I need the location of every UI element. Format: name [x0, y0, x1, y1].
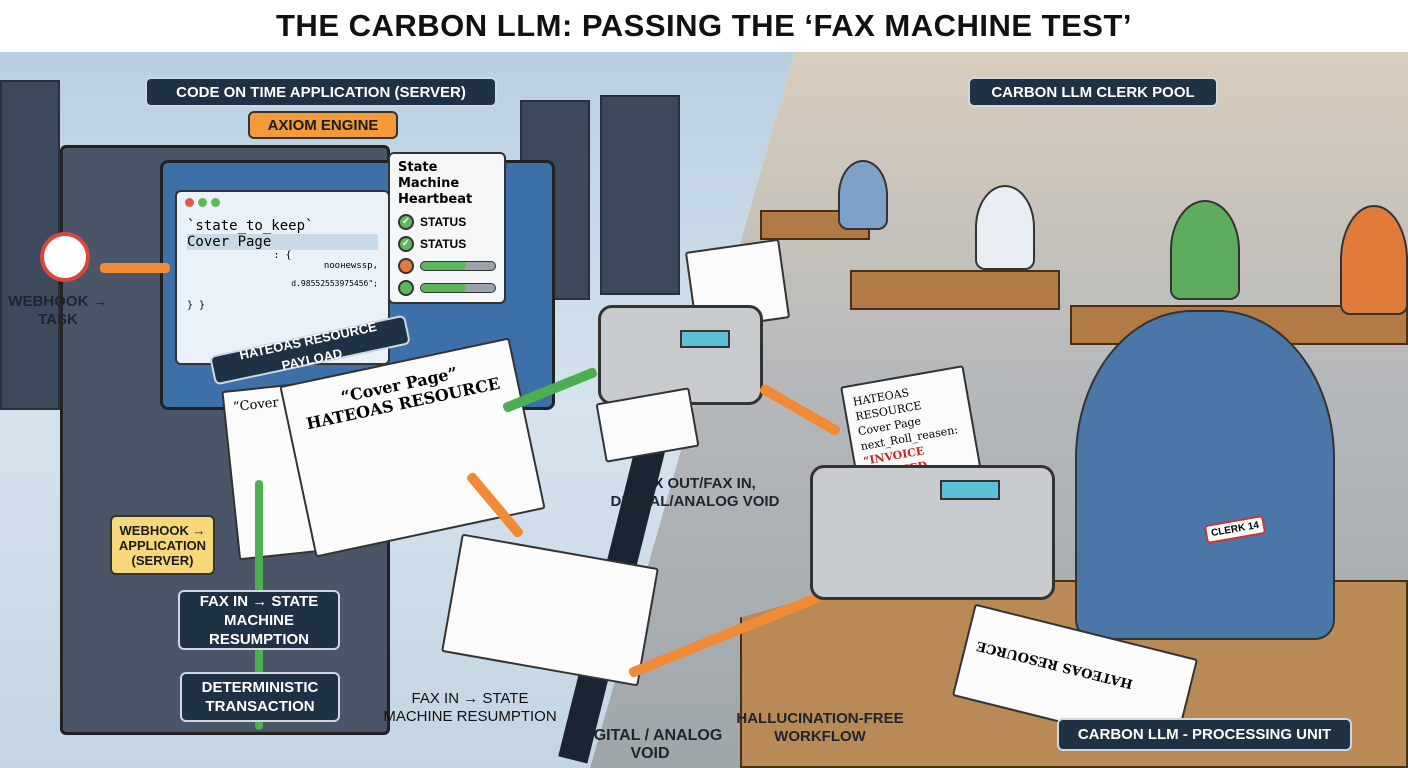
clerk	[1170, 200, 1240, 300]
fax-in-resumption-text: FAX IN → STATE MACHINE RESUMPTION	[383, 690, 557, 725]
clerk	[838, 160, 888, 230]
webhook-icon	[40, 232, 90, 282]
status-dot-icon	[398, 280, 414, 296]
processing-unit-label: CARBON LLM - PROCESSING UNIT	[1057, 718, 1352, 751]
axiom-engine-label: AXIOM ENGINE	[248, 111, 398, 139]
code-line: Cover Page	[187, 234, 378, 250]
clerk-14	[1075, 310, 1335, 640]
status-label: STATUS	[420, 215, 467, 229]
code-line: `state_to_keep`	[187, 218, 314, 234]
code-line: d.9855255397545б";	[291, 279, 378, 288]
fax-in-resumption-label: FAX IN → STATE MACHINE RESUMPTION	[178, 590, 340, 650]
paper-text: HATEOAS RESOURCE	[975, 637, 1135, 691]
clerk	[975, 185, 1035, 270]
arrow-icon	[100, 263, 170, 273]
code-line: : {	[273, 250, 292, 261]
code-line: nooнewssp,	[323, 261, 378, 271]
code-line: } }	[187, 300, 206, 311]
webhook-task-label: WEBHOOK → TASK	[8, 293, 108, 328]
fax-display	[680, 330, 730, 348]
webhook-application-label: WEBHOOK → APPLICATION (SERVER)	[110, 515, 215, 575]
check-icon: ✓	[398, 214, 414, 230]
hallucination-free-label: HALLUCINATION-FREE WORKFLOW	[736, 710, 904, 745]
clerk-pool-label: CARBON LLM CLERK POOL	[968, 77, 1218, 107]
status-dot-icon	[398, 258, 414, 274]
page-title: THE CARBON LLM: PASSING THE ‘FAX MACHINE…	[0, 0, 1408, 52]
server-rack	[600, 95, 680, 295]
fax-machine-incoming	[810, 465, 1055, 600]
digital-analog-void-label: DIGITAL / ANALOG VOID	[577, 727, 723, 762]
status-label: STATUS	[420, 237, 467, 251]
clerk	[1340, 205, 1408, 315]
paper-title: “Cover Page” HATEOAS RESOURCE	[304, 363, 502, 434]
fax-display	[940, 480, 1000, 500]
check-icon: ✓	[398, 236, 414, 252]
fax-out-label: FAX OUT/FAX IN, DIGITAL/ANALOG VOID	[610, 475, 780, 510]
desk	[850, 270, 1060, 310]
heartbeat-title: State Machine Heartbeat	[398, 160, 473, 207]
status-bar	[420, 261, 496, 271]
server-label: CODE ON TIME APPLICATION (SERVER)	[145, 77, 497, 107]
state-machine-heartbeat-panel: State Machine Heartbeat ✓ STATUS ✓ STATUS	[388, 152, 506, 304]
status-bar	[420, 283, 496, 293]
deterministic-transaction-label: DETERMINISTIC TRANSACTION	[180, 672, 340, 722]
